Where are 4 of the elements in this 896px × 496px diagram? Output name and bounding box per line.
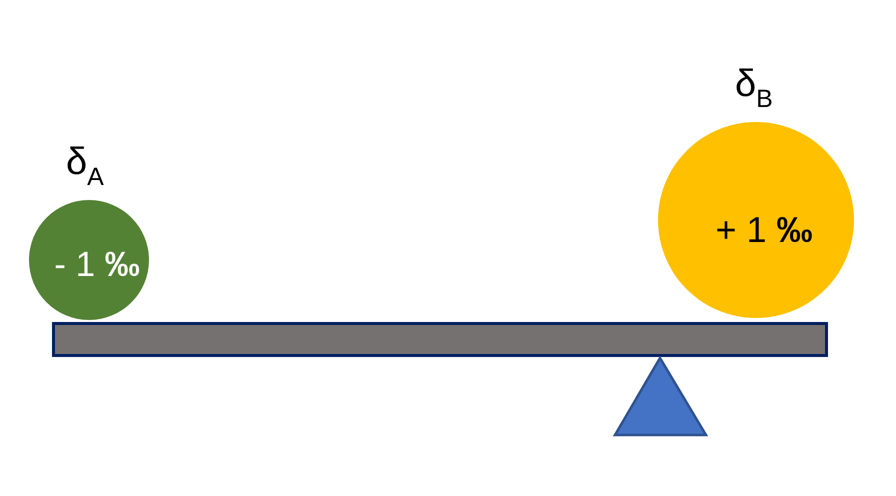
value-text: - 1 ‰ (54, 246, 140, 282)
delta-label: δ$_{A}$ (66, 140, 104, 184)
delta-label: δ$_{B}$ (735, 62, 773, 106)
value-text: + 1 ‰ (715, 212, 813, 248)
